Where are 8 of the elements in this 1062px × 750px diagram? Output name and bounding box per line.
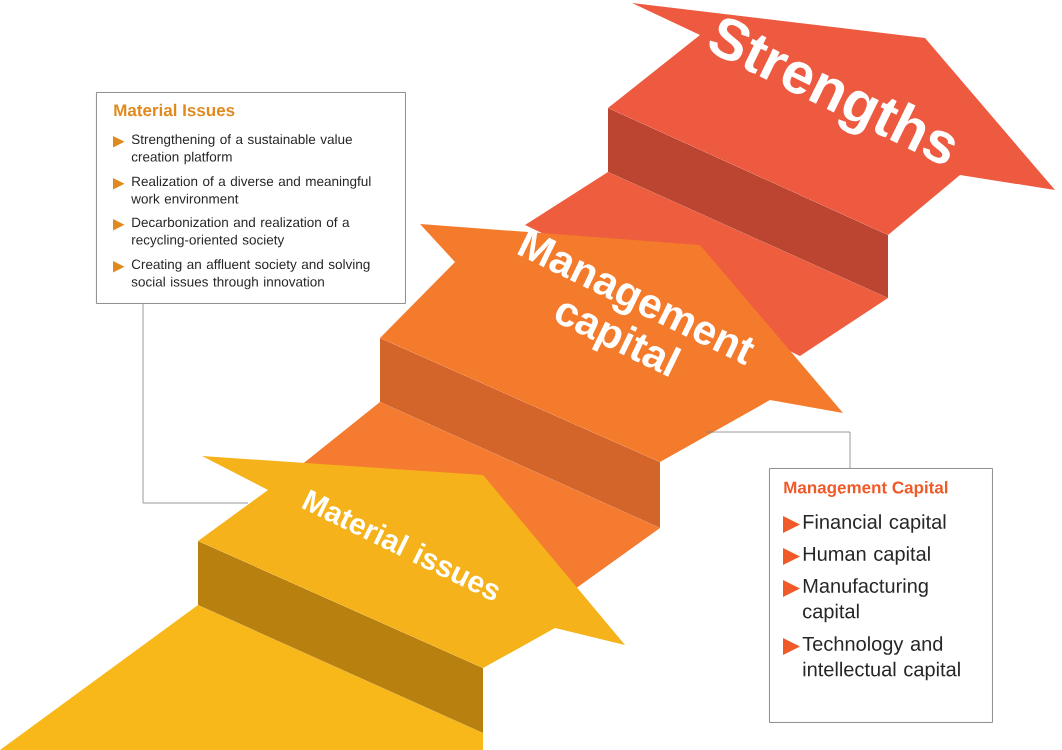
list-item: Strengthening of a sustainable value creation platform [131, 134, 352, 165]
box-heading: Material Issues [114, 103, 235, 117]
leader-line [142, 303, 249, 504]
info-box [769, 468, 993, 723]
list-item: Technology and intellectual capital [802, 636, 960, 681]
list-item: Realization of a diverse and meaningful work environment [131, 176, 371, 204]
info-box [96, 92, 406, 304]
leader-line [705, 431, 851, 469]
